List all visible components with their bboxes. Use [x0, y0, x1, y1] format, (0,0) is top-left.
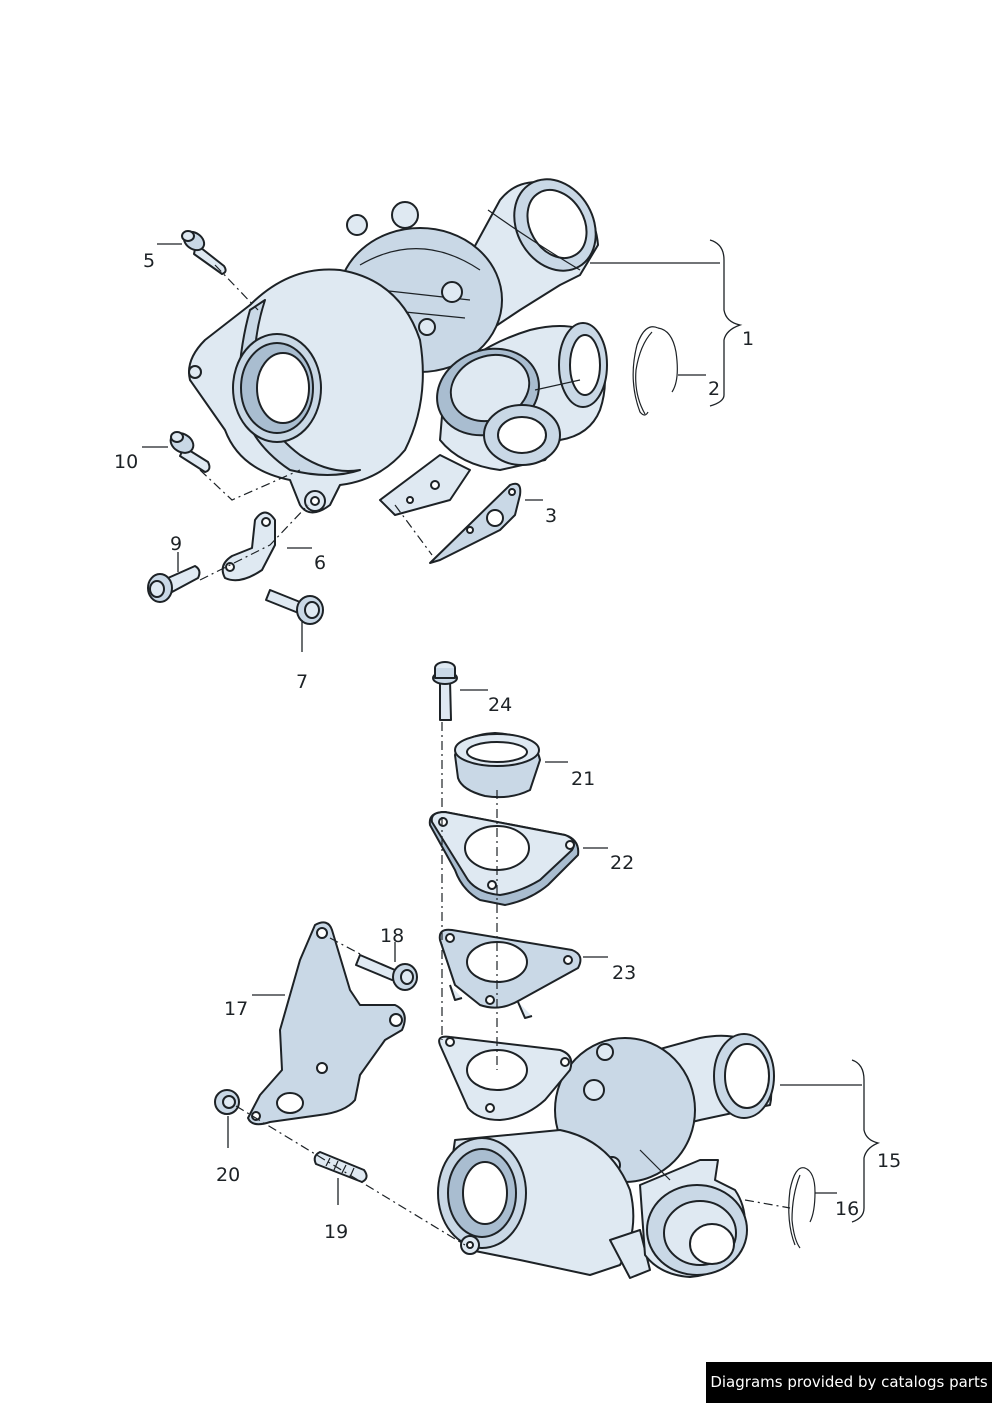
callout-17: 17 [224, 998, 248, 1020]
callout-16: 16 [835, 1198, 859, 1220]
bolt-24 [432, 661, 458, 721]
callout-18: 18 [380, 925, 404, 947]
callout-6: 6 [314, 552, 326, 574]
callout-23: 23 [612, 962, 636, 984]
bolt-9 [147, 565, 201, 603]
watermark-banner: Diagrams provided by catalogs parts [706, 1362, 992, 1403]
stud-19 [313, 1151, 368, 1183]
callout-3: 3 [545, 505, 557, 527]
callout-labels: 1 2 3 5 6 7 9 10 15 16 17 18 19 20 21 22… [114, 250, 901, 1243]
callout-7: 7 [296, 671, 308, 693]
upper-turbocharger [188, 178, 608, 516]
bracket-6 [221, 511, 276, 582]
callout-10: 10 [114, 451, 138, 473]
gasket-23 [438, 928, 582, 1019]
clamp-ring-lower [788, 1167, 816, 1249]
gasket-turbine-flange [429, 482, 522, 564]
bolt-5 [181, 230, 227, 275]
callout-5: 5 [143, 250, 155, 272]
callout-22: 22 [610, 852, 634, 874]
lower-alignment-lines [235, 722, 791, 1246]
callout-21: 21 [571, 768, 595, 790]
callout-24: 24 [488, 694, 512, 716]
callout-2: 2 [708, 378, 720, 400]
flange-22 [428, 811, 580, 906]
nut-20 [214, 1089, 240, 1115]
callout-20: 20 [216, 1164, 240, 1186]
callout-1: 1 [742, 328, 754, 350]
sealing-ring-21 [454, 732, 541, 799]
bolt-7 [265, 589, 324, 625]
upper-alignment-lines [199, 264, 433, 581]
bolt-18 [355, 954, 418, 991]
bolt-10 [169, 431, 211, 473]
clamp-ring-upper [632, 326, 678, 416]
leader-lines [142, 239, 881, 1223]
callout-19: 19 [324, 1221, 348, 1243]
callout-9: 9 [170, 533, 182, 555]
bracket-17 [247, 921, 406, 1126]
callout-15: 15 [877, 1150, 901, 1172]
lower-turbocharger [437, 1033, 775, 1279]
